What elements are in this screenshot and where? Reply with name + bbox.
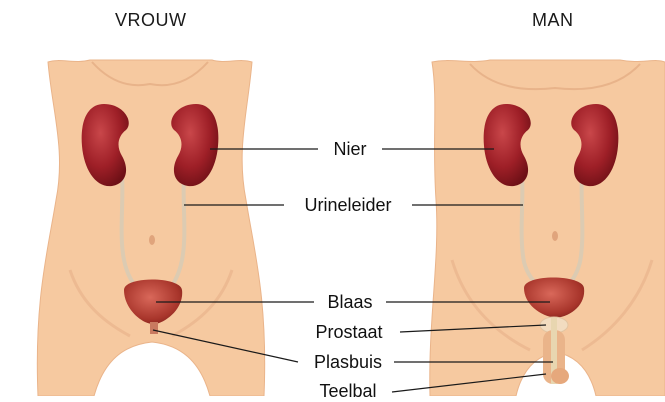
label-kidney: Nier — [333, 139, 366, 160]
male-testicle — [551, 368, 569, 384]
male-navel — [552, 231, 558, 241]
label-prostate: Prostaat — [315, 322, 382, 343]
female-navel — [149, 235, 155, 245]
label-testicle: Teelbal — [319, 381, 376, 402]
female-torso — [37, 60, 264, 396]
label-urethra: Plasbuis — [314, 352, 382, 373]
heading-female: VROUW — [115, 10, 187, 31]
label-bladder: Blaas — [327, 292, 372, 313]
heading-male: MAN — [532, 10, 574, 31]
female-urethra — [150, 322, 158, 334]
label-ureter: Urineleider — [304, 195, 391, 216]
